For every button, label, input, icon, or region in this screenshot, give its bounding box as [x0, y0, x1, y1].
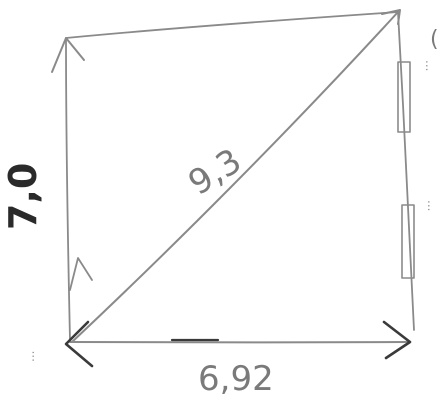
corner-mark: ( — [430, 27, 439, 52]
right-bottom-label: ... — [425, 200, 439, 211]
diagonal-line — [71, 11, 399, 343]
left-label: 7,0 — [1, 163, 45, 230]
top-right-corner — [381, 9, 401, 25]
left-small-text: ... — [23, 351, 37, 362]
right-top-label: ... — [423, 60, 437, 71]
right-arrow-head — [382, 320, 412, 360]
bottom-left-arrow-head — [64, 320, 94, 368]
bottom-label: 6,92 — [198, 359, 274, 399]
right-edge — [397, 11, 415, 331]
top-edge — [65, 11, 399, 39]
right-rect-top — [397, 61, 411, 133]
inner-arrow-head — [69, 257, 93, 291]
right-rect-bottom — [401, 204, 415, 279]
left-edge — [65, 37, 71, 341]
diagonal-label: 9,3 — [182, 141, 249, 204]
top-left-arrow-head — [51, 37, 85, 73]
